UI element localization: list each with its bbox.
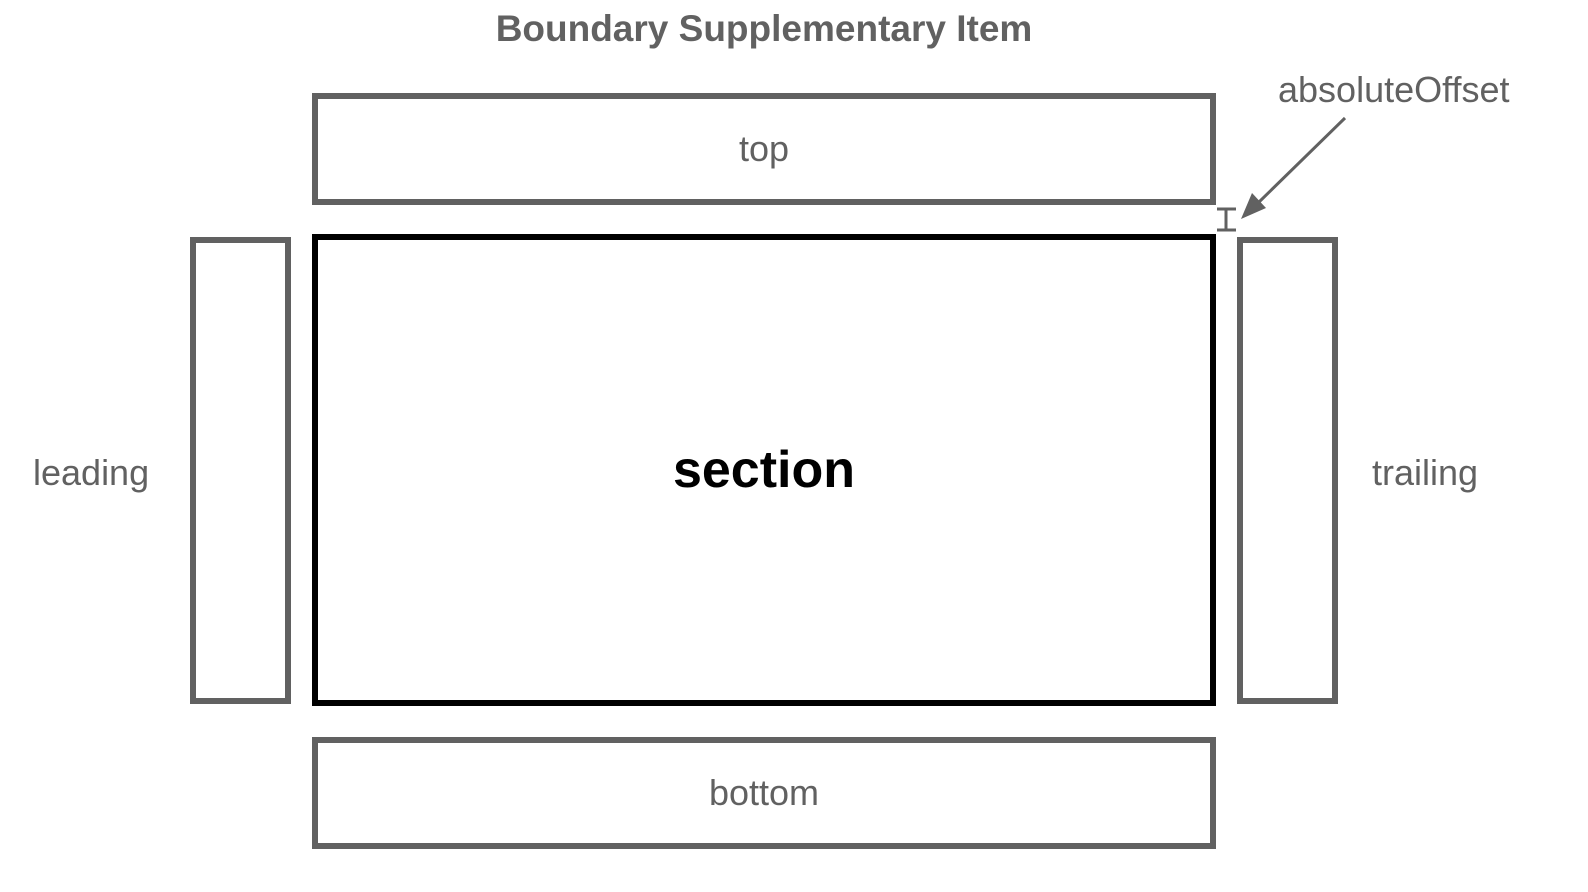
leading-item-label: leading bbox=[33, 452, 150, 493]
section-box: section bbox=[312, 234, 1216, 706]
absolute-offset-label: absoluteOffset bbox=[1278, 69, 1510, 110]
bottom-item-label: bottom bbox=[708, 772, 820, 813]
arrow-icon bbox=[1241, 116, 1347, 219]
trailing-item-box bbox=[1237, 237, 1338, 704]
leading-item-box bbox=[190, 237, 291, 704]
top-item-box: top bbox=[312, 93, 1216, 205]
bottom-item-box: bottom bbox=[312, 737, 1216, 849]
offset-ibeam-icon bbox=[1217, 207, 1236, 232]
diagram-title: Boundary Supplementary Item bbox=[495, 8, 1033, 49]
section-label: section bbox=[672, 441, 856, 499]
trailing-item-label: trailing bbox=[1372, 452, 1479, 493]
top-item-label: top bbox=[738, 128, 790, 169]
